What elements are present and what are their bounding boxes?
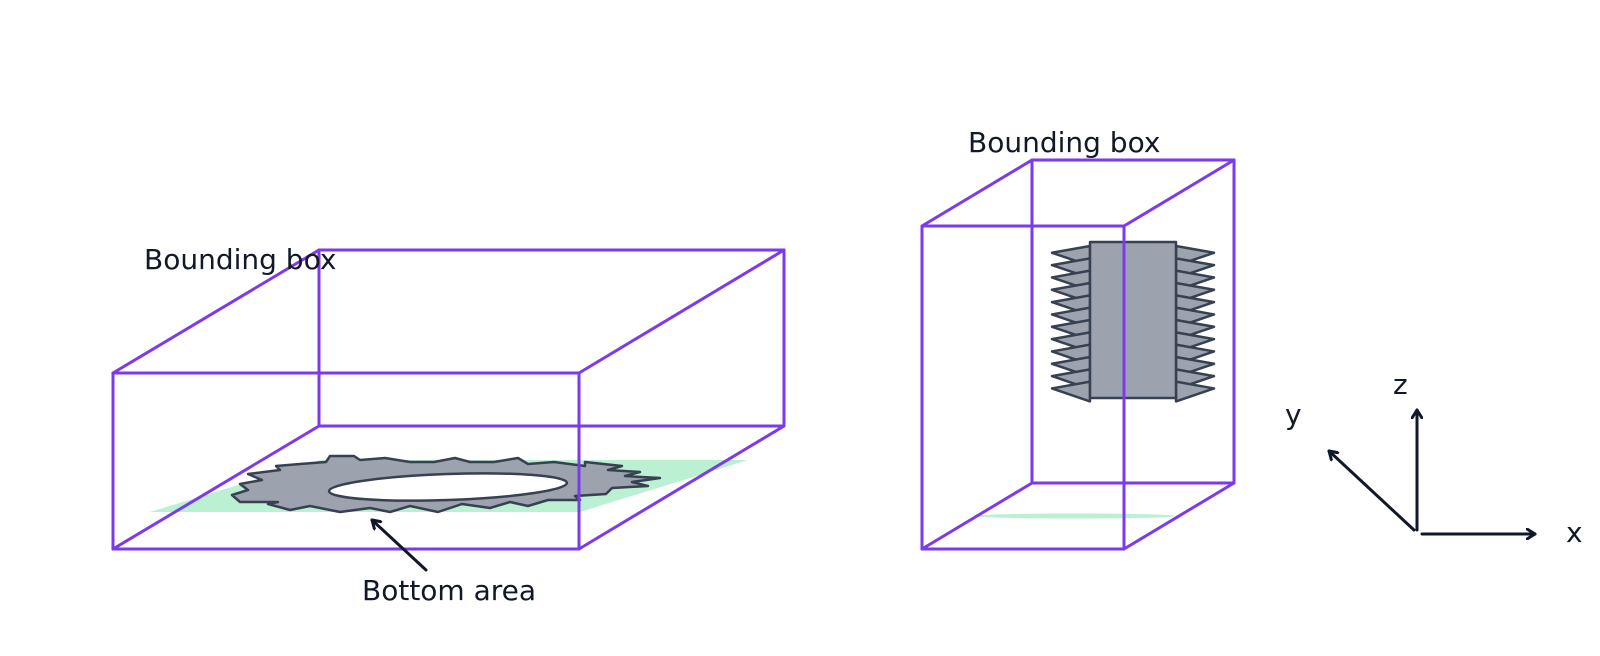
x-axis-label: x [1566,516,1583,549]
right-bounding-box-group: Bounding box [920,126,1236,551]
upright-gear-part [1050,240,1216,403]
z-axis-label: z [1393,368,1408,401]
left-bounding-box-label: Bounding box [144,243,336,276]
left-box-edges [111,248,786,551]
gear-tooth-right [1174,380,1216,403]
bottom-area-label: Bottom area [362,574,536,607]
gear-tooth-left [1050,380,1092,403]
y-axis-arrow [1327,449,1416,532]
y-axis-label: y [1285,398,1302,431]
coordinate-axes: x z y [1285,368,1583,549]
left-bounding-box-group: Bounding box Bottom area [111,243,786,607]
gear-body [1088,240,1178,400]
right-box-edges [920,158,1236,551]
right-bounding-box-label: Bounding box [968,126,1160,159]
right-bottom-area [975,513,1175,519]
flat-gear-part [230,454,662,514]
flat-gear-hole [327,472,569,502]
bottom-area-arrow [370,518,428,572]
